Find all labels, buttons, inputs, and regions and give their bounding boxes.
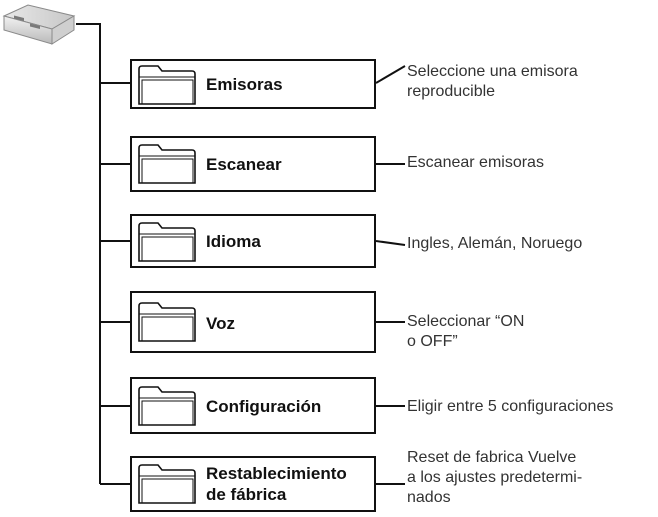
folder-icon — [138, 302, 196, 342]
folder-icon — [138, 386, 196, 426]
folder-icon — [138, 144, 196, 184]
menu-item-escanear[interactable]: Escanear — [130, 136, 376, 192]
desc-connector-1 — [375, 65, 406, 84]
folder-icon — [138, 464, 196, 504]
usb-drive-icon — [2, 4, 76, 45]
folder-icon — [138, 222, 196, 262]
menu-item-configuracion[interactable]: Configuración — [130, 377, 376, 434]
menu-item-label: Voz — [206, 314, 235, 333]
menu-item-description: Ingles, Alemán, Noruego — [407, 235, 583, 252]
menu-item-label: Emisoras — [206, 75, 283, 94]
menu-item-restablecimiento[interactable]: Restablecimiento de fábrica — [130, 456, 376, 512]
folder-icon — [138, 65, 196, 105]
trunk-line — [76, 23, 101, 484]
menu-item-description: Escanear emisoras — [407, 154, 544, 171]
desc-connector-3 — [375, 240, 406, 246]
menu-item-idioma[interactable]: Idioma — [130, 214, 376, 268]
menu-item-description: Seleccionar “ON o OFF” — [407, 313, 525, 350]
menu-item-description: Eligir entre 5 configuraciones — [407, 398, 614, 415]
menu-item-label: Restablecimiento de fábrica — [206, 464, 347, 504]
menu-item-label: Configuración — [206, 397, 322, 416]
menu-item-label: Escanear — [206, 155, 282, 174]
menu-item-description: Seleccione una emisora reproducible — [407, 63, 578, 100]
menu-item-emisoras[interactable]: Emisoras — [130, 59, 376, 109]
menu-item-label: Idioma — [206, 232, 261, 251]
menu-item-description: Reset de fabrica Vuelve a los ajustes pr… — [407, 449, 583, 506]
menu-item-voz[interactable]: Voz — [130, 291, 376, 353]
